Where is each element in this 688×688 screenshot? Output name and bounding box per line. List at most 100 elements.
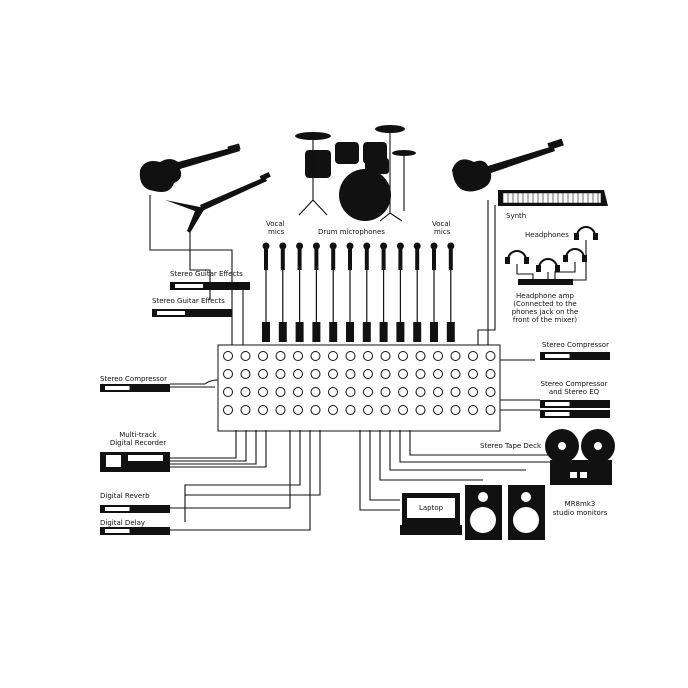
mixer-knob [380, 405, 391, 415]
mixer-knob [258, 351, 268, 361]
mixer-knob [293, 405, 303, 415]
studio-monitor-right-icon [508, 485, 545, 540]
label-studio-monitors: MR8mk3 [565, 500, 596, 508]
mixer-knob [415, 387, 426, 397]
label-stereo-compressor-right: Stereo Compressor [542, 341, 609, 349]
label-vocal-mics-right: Vocal [432, 220, 451, 228]
mixer-knob [328, 369, 338, 379]
rack-unit-icon [100, 527, 170, 535]
mixer-knob [450, 369, 461, 379]
mixer-knob [363, 369, 373, 379]
label-stereo-tape-deck: Stereo Tape Deck [480, 442, 542, 450]
mixer-knob [310, 351, 321, 361]
mixer-knob [258, 369, 268, 379]
mixer-knob [433, 387, 443, 397]
mixer-knob [258, 387, 268, 397]
mixer-knob [468, 405, 478, 415]
microphone-icon [379, 242, 388, 342]
microphone-icon [295, 242, 304, 342]
mixer-knob [433, 351, 443, 361]
mixer-knob [240, 351, 251, 361]
microphone-icon [362, 242, 371, 342]
mixer-knob [380, 369, 391, 379]
label-vocal-mics-right-line2: mics [434, 228, 451, 236]
mixer-knob [310, 405, 321, 415]
label-headphone-amp-3: phones jack on the [512, 308, 579, 316]
mixer-knob [223, 369, 233, 379]
bass-guitar-icon [452, 138, 564, 192]
microphones [262, 242, 455, 342]
label-multitrack-recorder-2: Digital Recorder [110, 439, 166, 447]
mixer-knob [223, 387, 233, 397]
label-vocal-mics-left: Vocal [266, 220, 285, 228]
mixer-knob [380, 351, 391, 361]
flying-v-guitar-icon [165, 172, 271, 233]
rack-unit-icon [540, 352, 610, 360]
label-stereo-guitar-effects-1: Stereo Guitar Effects [170, 270, 243, 278]
mixer-knob [450, 387, 461, 397]
mixer-knob [240, 369, 251, 379]
mixer-knob [485, 351, 496, 361]
label-stereo-guitar-effects-2: Stereo Guitar Effects [152, 297, 225, 305]
studio-monitor-left-icon [465, 485, 502, 540]
drum-kit-icon [295, 125, 416, 222]
mixer-knob [328, 351, 338, 361]
mixer-knob [363, 351, 373, 361]
mixer-knob [433, 369, 443, 379]
mixer-knob [398, 369, 408, 379]
mixer-knob [258, 405, 268, 415]
label-headphone-amp: Headphone amp [516, 292, 575, 300]
mixer-knob [240, 387, 251, 397]
label-synth: Synth [506, 212, 526, 220]
mixer-knob [345, 369, 356, 379]
mixer-knob [468, 351, 478, 361]
mixer-knob [293, 387, 303, 397]
label-headphone-amp-2: (Connected to the [513, 300, 576, 308]
mixer-knob [398, 387, 408, 397]
rack-unit-icon [152, 309, 232, 317]
microphone-icon [312, 242, 321, 342]
mixer-knob [450, 405, 461, 415]
mixer-knob [293, 369, 303, 379]
headphones-icon [507, 226, 596, 269]
mixer-knob [275, 387, 286, 397]
synth-keyboard-icon [498, 190, 608, 206]
mixer-knob [275, 405, 286, 415]
mixer-knob [485, 405, 496, 415]
mixer-knob [398, 405, 408, 415]
tape-deck-icon [545, 429, 615, 485]
microphone-icon [346, 242, 354, 342]
mixer-knob [485, 369, 496, 379]
mixer-knob [415, 351, 426, 361]
label-stereo-compressor-eq-2: and Stereo EQ [549, 388, 600, 396]
mixer-knob [363, 387, 373, 397]
mixer-knob [223, 405, 233, 415]
mixer-knob [450, 351, 461, 361]
mixer-knob [468, 387, 478, 397]
mixer-knob [415, 405, 426, 415]
label-vocal-mics-left-line2: mics [268, 228, 285, 236]
label-studio-monitors-2: studio monitors [553, 509, 608, 517]
mixer-knob [433, 405, 443, 415]
headphone-amp [518, 279, 573, 285]
mixer-knob [293, 351, 303, 361]
mixer-knob [345, 387, 356, 397]
microphone-icon [430, 242, 438, 342]
mixer-knob [363, 405, 373, 415]
microphone-icon [262, 242, 270, 342]
mixer-knob [328, 387, 338, 397]
mixer-knob [328, 405, 338, 415]
multitrack-recorder-icon [100, 452, 170, 472]
mixer-knob [415, 369, 426, 379]
label-headphones: Headphones [525, 231, 569, 239]
laptop-icon [400, 493, 462, 535]
rack-unit-icon [540, 410, 610, 418]
electric-guitar-icon [139, 143, 241, 192]
label-stereo-compressor-eq: Stereo Compressor [541, 380, 608, 388]
microphone-icon [413, 242, 422, 342]
microphone-icon [329, 242, 338, 342]
mixer-knob [310, 387, 321, 397]
label-drum-microphones: Drum microphones [318, 228, 385, 236]
mixer-knob [240, 405, 251, 415]
